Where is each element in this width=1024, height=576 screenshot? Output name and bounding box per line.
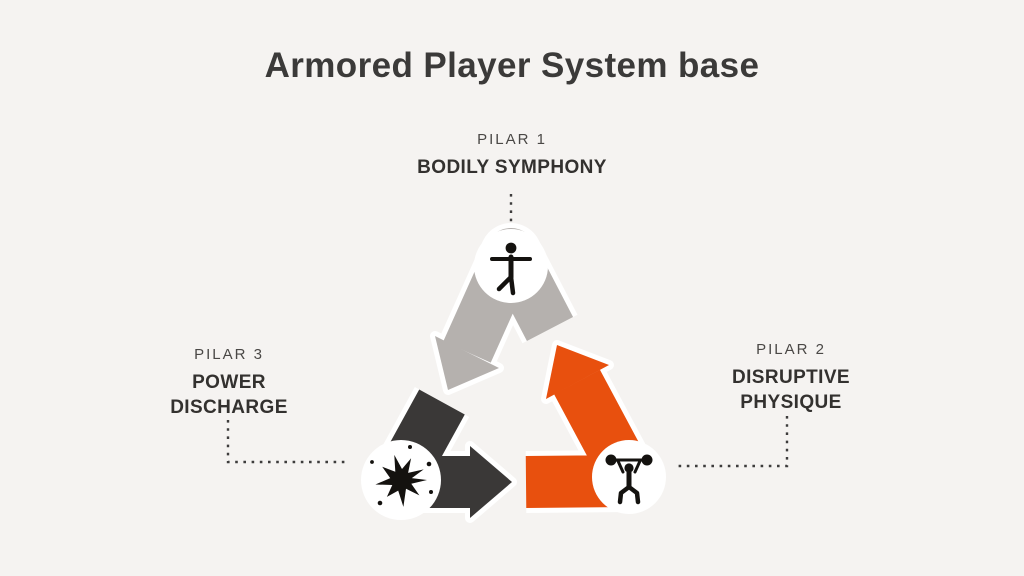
page-title: Armored Player System base	[264, 46, 760, 85]
balance-person-icon	[490, 242, 532, 296]
segment-dark-arrowhead	[470, 446, 512, 518]
pillar3-leader-line	[226, 420, 350, 464]
pillar1-id: PILAR 1	[477, 131, 547, 148]
pillar3-id: PILAR 3	[194, 346, 264, 363]
pillar3-label-block: PILAR 3 POWER DISCHARGE	[166, 346, 292, 420]
ink-splatter-icon	[370, 445, 433, 507]
segment-gray-arrowhead	[435, 336, 499, 390]
pillar2-id: PILAR 2	[756, 341, 826, 358]
pillar2-name: DISRUPTIVE PHYSIQUE	[731, 367, 851, 414]
pillar2-label-block: PILAR 2 DISRUPTIVE PHYSIQUE	[716, 341, 866, 415]
segment-orange-arrowhead	[546, 345, 609, 399]
pillar2-leader-line	[674, 416, 789, 468]
weightlifter-icon	[605, 454, 653, 505]
pillar3-name: POWER DISCHARGE	[170, 372, 288, 419]
pillar1-label-block: PILAR 1 BODILY SYMPHONY	[362, 131, 662, 180]
pillar1-name: BODILY SYMPHONY	[417, 157, 607, 178]
